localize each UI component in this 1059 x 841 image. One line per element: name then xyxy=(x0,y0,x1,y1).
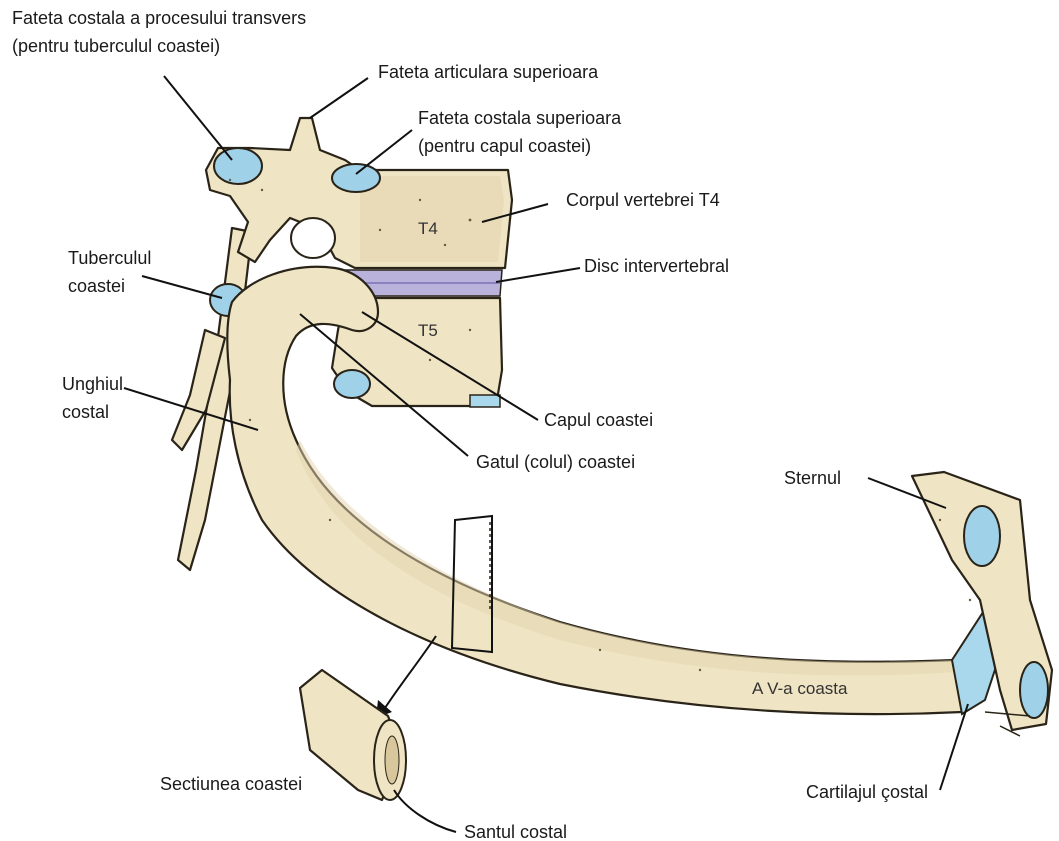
rib-shade xyxy=(296,440,956,675)
label-groove: Santul costal xyxy=(464,822,567,841)
superior-costal-facet xyxy=(332,164,380,192)
label-vertebral-body: Corpul vertebrei T4 xyxy=(566,190,720,210)
label-section: Sectiunea coastei xyxy=(160,774,302,794)
t5-lower-edge xyxy=(470,395,500,407)
label-superior-costal-facet-line2: (pentru capul coastei) xyxy=(418,136,591,156)
label-articular-facet: Fateta articulara superioara xyxy=(378,62,599,82)
sternal-notch-lower xyxy=(1020,662,1048,718)
rib-section-groove xyxy=(385,736,399,784)
leader-groove xyxy=(394,790,456,832)
label-head: Capul coastei xyxy=(544,410,653,430)
label-disc: Disc intervertebral xyxy=(584,256,729,276)
label-cartilage: Cartilajul çostal xyxy=(806,782,928,802)
section-arrow-shaft xyxy=(385,636,436,708)
label-superior-costal-facet-line1: Fateta costala superioara xyxy=(418,108,622,128)
label-fifth-rib: A V-a coasta xyxy=(752,679,848,698)
label-angle-line2: costal xyxy=(62,402,109,422)
label-transverse-facet-line1: Fateta costala a procesului transvers xyxy=(12,8,306,28)
label-angle-line1: Unghiul xyxy=(62,374,123,394)
leader-articular-facet xyxy=(310,78,368,118)
vertebral-foramen xyxy=(291,218,335,258)
leader-cartilage xyxy=(940,704,968,790)
sternal-notch-upper xyxy=(964,506,1000,566)
leader-transverse-facet xyxy=(164,76,232,160)
label-t4: T4 xyxy=(418,219,438,238)
label-tubercle-line1: Tuberculul xyxy=(68,248,151,268)
label-tubercle-line2: coastei xyxy=(68,276,125,296)
label-t5: T5 xyxy=(418,321,438,340)
leader-disc xyxy=(496,268,580,282)
transverse-costal-facet xyxy=(214,148,262,184)
leader-superior-costal-facet xyxy=(356,130,412,174)
label-sternum: Sternul xyxy=(784,468,841,488)
label-transverse-facet-line2: (pentru tuberculul coastei) xyxy=(12,36,220,56)
label-neck: Gatul (colul) coastei xyxy=(476,452,635,472)
leader-tubercle xyxy=(142,276,222,298)
inferior-costal-facet xyxy=(334,370,370,398)
